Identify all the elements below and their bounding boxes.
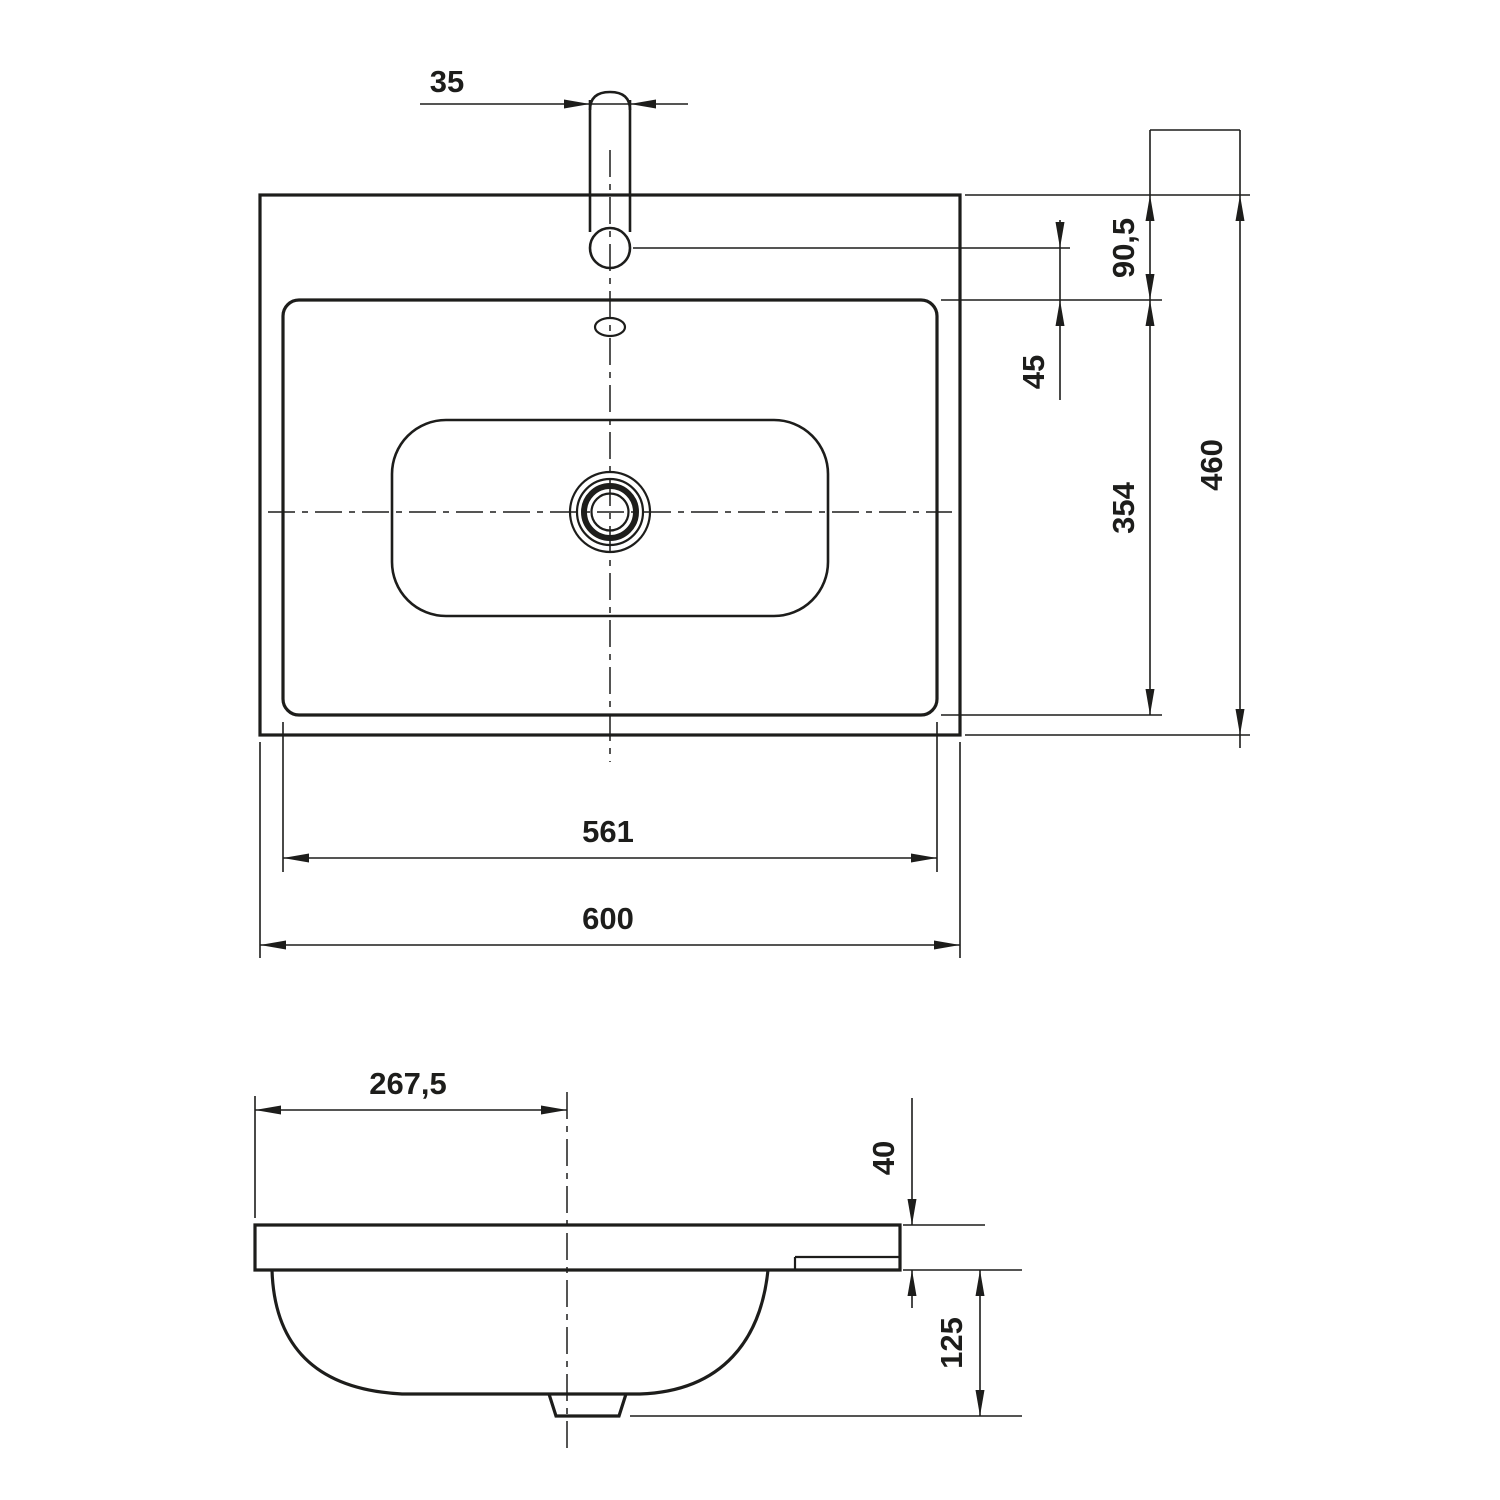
dimension-basin-inner-width: 561 [283,814,937,863]
dimension-faucet-to-basin: 45 [1016,220,1065,400]
dimension-faucet-hole-diameter: 35 [420,64,688,109]
spout-cap [588,90,632,111]
dim-label-267-5: 267,5 [369,1066,447,1101]
dim-label-90-5: 90,5 [1106,218,1141,278]
dimension-basin-inner-depth: 354 [1106,300,1155,715]
side-extension-lines [254,1096,1022,1417]
dim-label-460: 460 [1194,439,1229,491]
dimension-overall-depth: 460 [1194,130,1245,748]
dim-label-125: 125 [934,1317,969,1369]
dimension-rim-to-basin: 90,5 [1106,130,1155,715]
dim-label-561: 561 [582,814,634,849]
plan-extension-lines [259,129,1250,958]
plan-view: 35 90,5 45 354 460 [258,64,1250,958]
dim-label-45: 45 [1016,355,1051,389]
dimension-overall-width: 600 [260,901,960,950]
side-rim-slab [253,1223,902,1272]
side-bowl-body [270,1269,770,1396]
dim-label-35: 35 [430,64,464,99]
side-drain-stub [547,1393,628,1418]
dimension-edge-to-drain: 267,5 [255,1066,567,1115]
side-view: 267,5 40 125 [253,1066,1022,1448]
plan-centerlines [268,150,952,762]
faucet-spout [588,90,632,270]
dim-label-600: 600 [582,901,634,936]
dimension-bowl-depth: 125 [934,1270,985,1416]
dimension-rim-thickness: 40 [866,1098,917,1308]
dim-label-40: 40 [866,1141,901,1175]
dim-label-354: 354 [1106,481,1141,533]
